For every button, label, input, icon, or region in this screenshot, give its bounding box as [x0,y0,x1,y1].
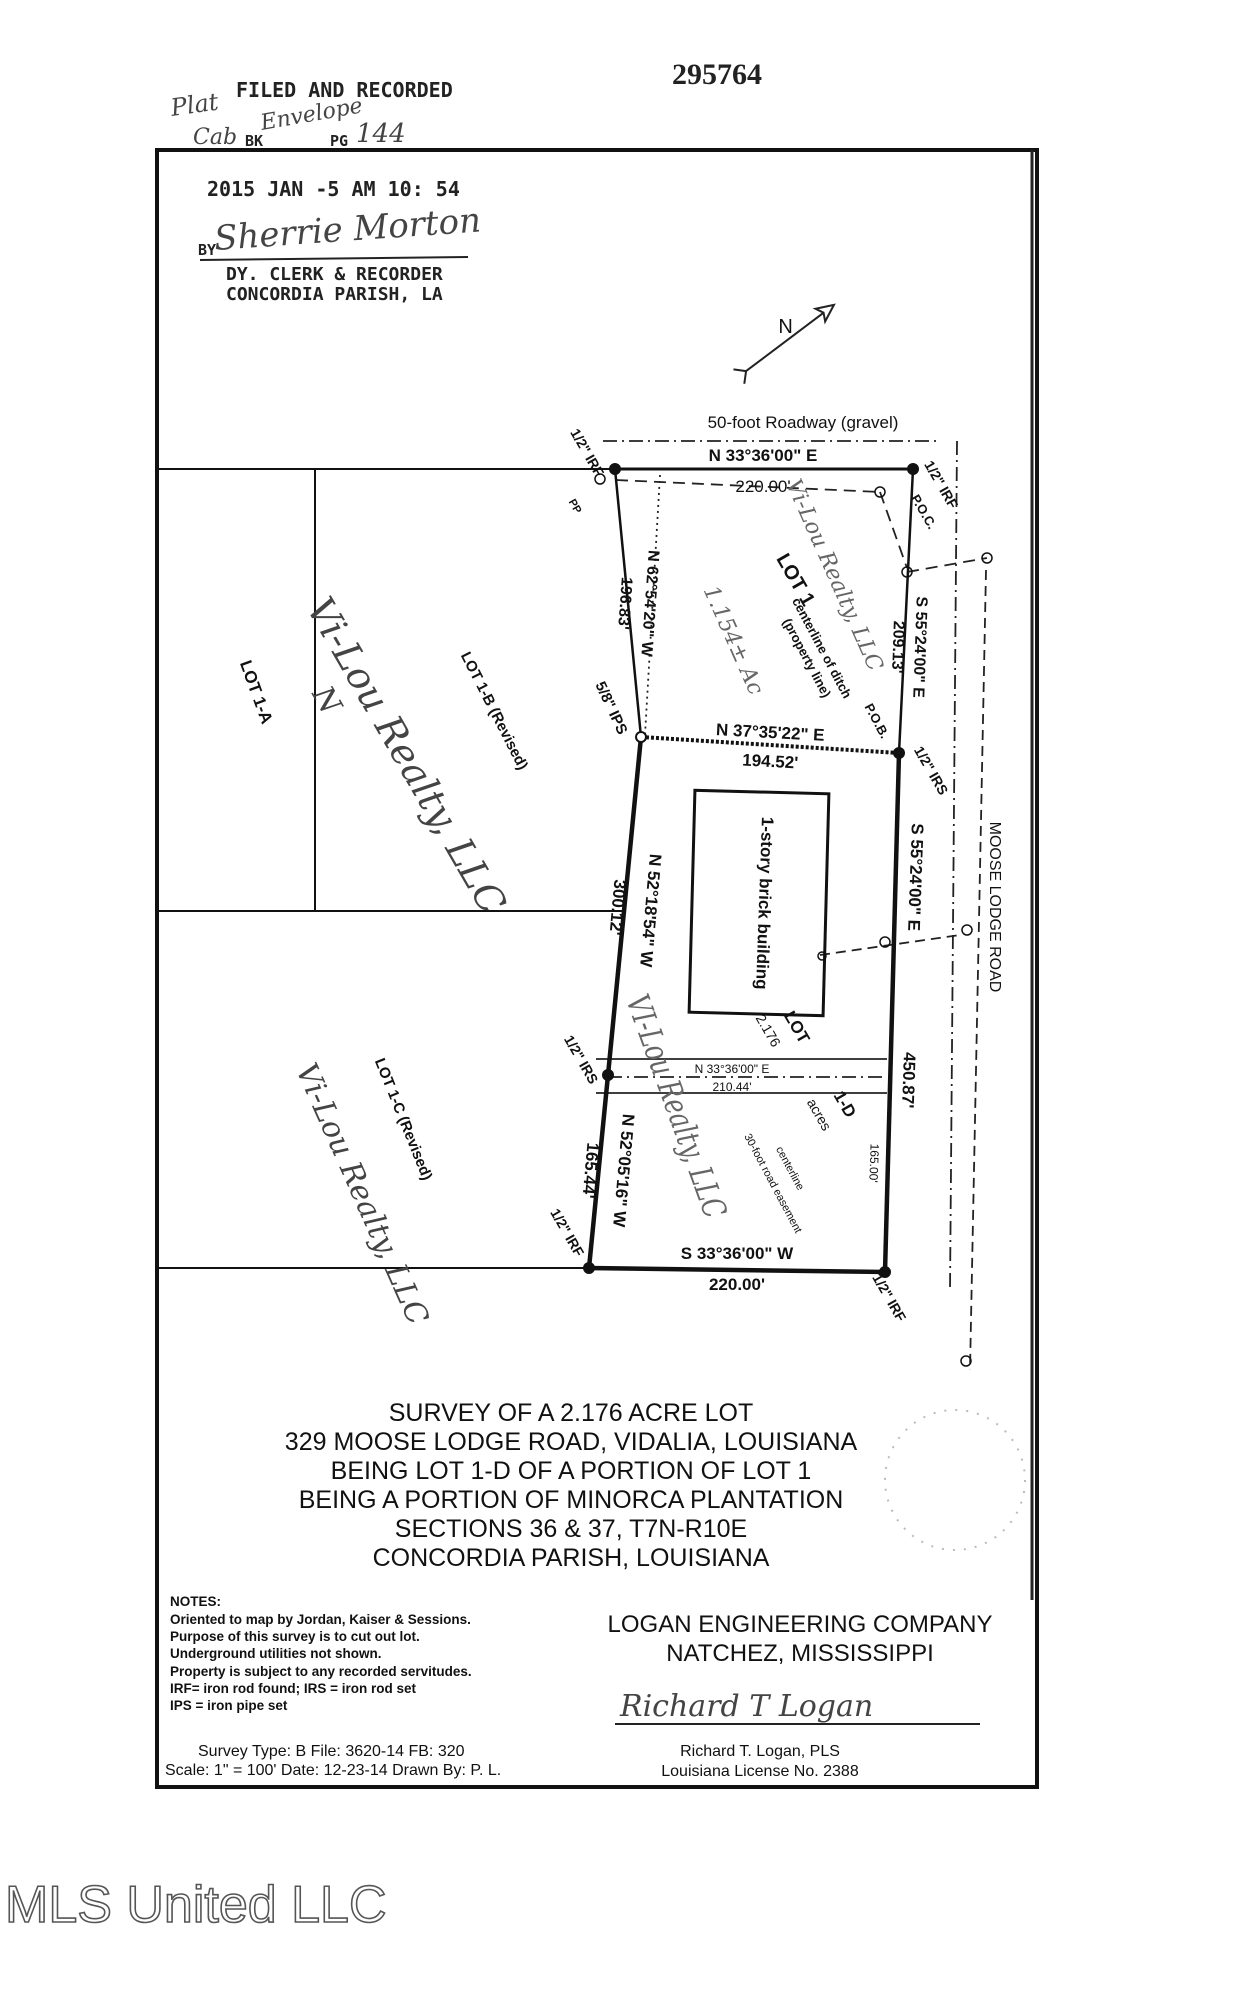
poc-label: P.O.C. [908,492,940,532]
recording-datetime: 2015 JAN -5 AM 10: 54 [207,177,460,201]
book-label: BK [245,132,263,150]
se-corner-label: 1/2" IRF [869,1271,909,1325]
lot1-east-distance: 209.13' [888,621,907,674]
handwritten-note-plat: Plat [168,88,221,123]
east-distance: 450.87' [898,1052,919,1109]
survey-monuments [583,463,919,1278]
lot1d-lot-label: LOT [780,1008,814,1047]
easement-bearing: N 33°36'00" E [695,1062,770,1076]
lot-1c-label: LOT 1-C (Revised) [371,1056,435,1183]
top-bearing: N 33°36'00" E [709,446,818,465]
south-distance: 220.00' [709,1275,765,1294]
title-line-6: CONCORDIA PARISH, LOUISIANA [373,1544,770,1572]
surveyor-signature: Richard T Logan [619,1689,873,1724]
lot1-west-bearing: N 62°54'20" W [637,549,661,658]
sw-bearing: N 52°05'16" W [609,1113,638,1229]
lot-1b-label: LOT 1-B (Revised) [457,649,531,773]
note-item: Property is subject to any recorded serv… [170,1664,472,1679]
east-bearing: S 55°24'00" E [904,823,927,931]
title-line-3: BEING LOT 1-D OF A PORTION OF LOT 1 [331,1457,812,1485]
south-bearing: S 33°36'00" W [681,1244,794,1263]
title-line-1: SURVEY OF A 2.176 ACRE LOT [389,1399,754,1427]
handwritten-owner-lot-1b: Vi-Lou Realty, LLC [298,590,515,922]
easement-offset: 165.00' [866,1143,881,1182]
page-number: 144 [356,119,406,149]
document-number: 295764 [672,58,762,91]
handwritten-owner-lot-1d: VI-Lou Realty, LLC [618,989,734,1223]
lot1d-acres: acres [804,1096,835,1134]
signature-line [199,256,469,261]
north-arrow-icon: N [733,303,836,384]
road-name: MOOSE LODGE ROAD [986,822,1003,993]
top-distance: 220.00' [735,477,790,496]
mls-watermark: MLS United LLC [5,1876,387,1934]
page-label: PG [330,132,348,150]
lot1d-acreage: 2.176 [753,1011,784,1050]
by-label: BY [198,241,216,259]
clerk-parish: CONCORDIA PARISH, LA [226,284,443,305]
west-bearing: N 52°18'54" W [636,853,665,969]
north-label: N [778,316,792,338]
roadway-lines [596,440,988,1371]
building-label: 1-story brick building [752,816,777,989]
lot1-east-bearing: S 55°24'00" E [909,596,930,698]
clerk-signature: Sherrie Morton [213,200,482,259]
power-pole-icon [594,473,993,1367]
handwritten-lot1-acreage: 1.154± Ac [698,582,768,699]
surveyor-license: Louisiana License No. 2388 [661,1763,859,1780]
surveyor-name: Richard T. Logan, PLS [680,1743,840,1760]
clerk-title: DY. CLERK & RECORDER [226,264,443,285]
plat-border [155,148,1039,1789]
survey-info-line-2: Scale: 1" = 100' Date: 12-23-14 Drawn By… [165,1762,501,1779]
roadway-label: 50-foot Roadway (gravel) [708,413,899,432]
handwritten-note-cab: Cab [193,125,237,150]
nw-corner-label: 1/2" IRF [567,426,607,480]
note-item: Underground utilities not shown. [170,1646,382,1661]
lot1-south-distance: 194.52' [742,751,799,773]
note-item: Oriented to map by Jordan, Kaiser & Sess… [170,1612,471,1627]
company-location: NATCHEZ, MISSISSIPPI [666,1640,934,1667]
lot-1a-label: LOT 1-A [236,658,276,727]
title-line-5: SECTIONS 36 & 37, T7N-R10E [395,1515,747,1543]
note-item: IPS = iron pipe set [170,1698,288,1713]
sw-distance: 165.44' [579,1142,603,1199]
handwritten-owner-lot-1c: Vi-Lou Realty, LLC [288,1058,435,1330]
company-name: LOGAN ENGINEERING COMPANY [608,1611,993,1638]
west-distance: 300.12' [606,879,630,936]
pob-label: P.O.B. [862,701,893,741]
surveyor-seal-impression [884,1409,1026,1551]
adjacent-lot-lines [157,468,623,1269]
title-line-2: 329 MOOSE LODGE ROAD, VIDALIA, LOUISIANA [285,1428,858,1456]
west-irs-label: 1/2" IRS [561,1032,602,1086]
lot1-west-distance: 196.83' [614,576,635,630]
survey-info-line-1: Survey Type: B File: 3620-14 FB: 320 [198,1743,465,1760]
note-item: Purpose of this survey is to cut out lot… [170,1629,420,1644]
sw-corner-label: 1/2" IRF [547,1206,587,1260]
easement-distance: 210.44' [713,1080,752,1094]
title-line-4: BEING A PORTION OF MINORCA PLANTATION [299,1486,844,1514]
note-item: IRF= iron rod found; IRS = iron rod set [170,1681,417,1696]
ips-label: 5/8" IPS [591,679,630,737]
pp-label: PP [566,497,584,516]
brick-building [687,788,831,1018]
filed-and-recorded-stamp: FILED AND RECORDED [236,78,453,102]
pob-corner-label: 1/2" IRS [911,743,952,797]
notes-heading: NOTES: [170,1594,221,1609]
